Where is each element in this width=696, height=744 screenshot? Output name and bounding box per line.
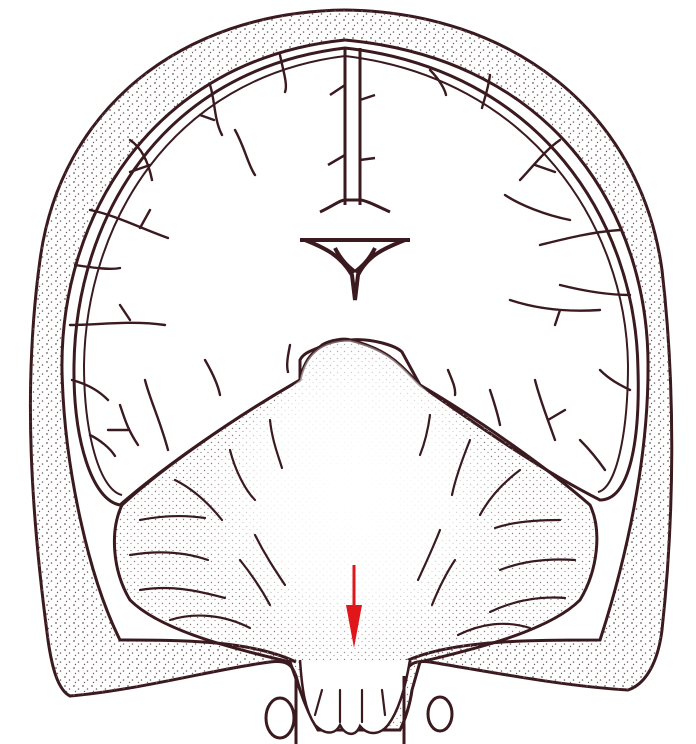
coronal-skull-brain-diagram [0, 0, 696, 744]
diagram-canvas [0, 0, 696, 744]
